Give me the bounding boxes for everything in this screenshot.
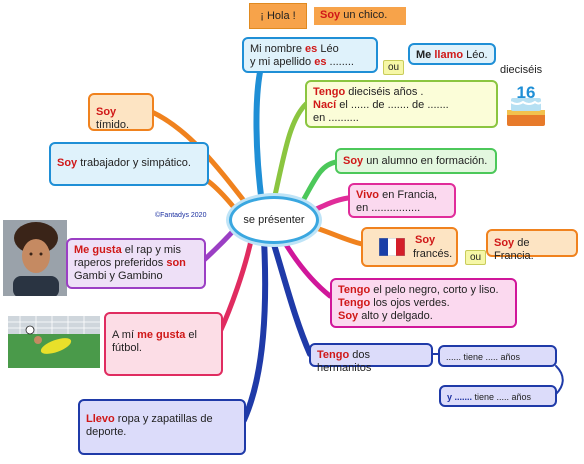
goalkeeper-photo (8, 316, 100, 368)
cake-icon: 16 (507, 83, 545, 126)
credit-label: ©Fantadys 2020 (155, 212, 207, 219)
edad-box: Tengo dieciséis años . Nací el ...... de… (305, 80, 498, 128)
hola-box: ¡ Hola ! (249, 3, 307, 29)
alumno-box: Soy un alumno en formación. (335, 148, 497, 174)
ou-label-1: ou (383, 60, 405, 75)
soy-chico-box: Soy un chico. (314, 7, 406, 25)
llamo-box: Me llamo Léo. (408, 43, 496, 65)
tiene-box-1: ...... tiene ..... años (438, 345, 557, 367)
cake-number: 16 (517, 83, 536, 102)
branch-llevo (241, 237, 269, 423)
branch-vivo (307, 195, 351, 215)
tiene-box-2: y ....... tiene ..... años (439, 385, 557, 407)
pelo-box: Tengo el pelo negro, corto y liso. Tengo… (330, 278, 517, 328)
branch-alumno (297, 159, 339, 209)
central-topic: se présenter (229, 196, 319, 244)
timido-box: Soy tímido. (88, 93, 154, 131)
branch-nombre (253, 69, 265, 207)
de-francia-box: Soy de Francia. (486, 229, 578, 262)
branch-rap (201, 225, 239, 263)
branch-hermanitos (269, 235, 313, 357)
llevo-box: Llevo ropa y zapatillas de deporte. (78, 399, 246, 455)
vivo-box: Vivo en Francia, en ................ (348, 183, 456, 218)
hermanitos-box: Tengo dos hermanitos (309, 343, 433, 374)
branch-pelo (279, 235, 333, 299)
rap-box: Me gusta el rap y mis raperos preferidos… (66, 238, 206, 289)
rapper-photo (3, 220, 67, 296)
trabajador-box: Soy trabajador y simpático. (49, 142, 209, 186)
futbol-box: A mí me gusta el fútbol. (104, 312, 223, 376)
frances-box: Soy francés. (361, 227, 458, 267)
nombre-box: Mi nombre es Léo y mi apellido es ......… (242, 37, 378, 73)
dieciseis-label: dieciséis (500, 64, 543, 76)
football-goalkeeper-icon (8, 316, 100, 368)
link-tiene-tiene (555, 365, 564, 395)
birthday-cake-16-picture: 16 (503, 80, 549, 128)
person-portrait-icon (3, 220, 67, 296)
ou-label-2: ou (465, 250, 487, 265)
france-flag-icon (379, 238, 405, 256)
branch-futbol (217, 233, 255, 335)
branch-edad (271, 101, 309, 203)
branch-frances (307, 223, 365, 247)
